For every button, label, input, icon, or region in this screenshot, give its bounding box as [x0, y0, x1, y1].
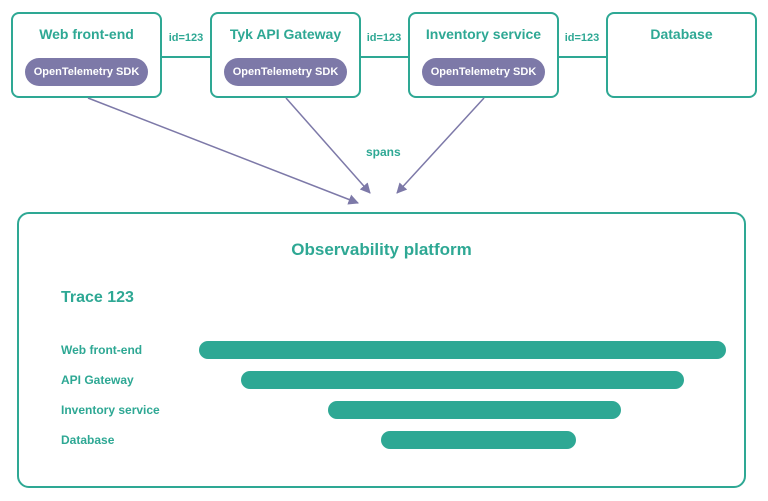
service-title: Web front-end	[39, 26, 134, 42]
span-bar-inventory-service	[328, 401, 621, 419]
connector-line	[361, 56, 408, 58]
arrow-inventory	[396, 97, 485, 194]
opentelemetry-sdk-badge: OpenTelemetry SDK	[224, 58, 347, 86]
spans-label: spans	[366, 145, 401, 159]
trace-id-label: id=123	[366, 32, 402, 44]
service-inventory: Inventory service OpenTelemetry SDK	[408, 12, 559, 98]
service-title: Database	[650, 26, 713, 42]
span-bar-web-front-end	[199, 341, 726, 359]
trace-id-label: id=123	[564, 32, 600, 44]
service-web-front-end: Web front-end OpenTelemetry SDK	[11, 12, 162, 98]
service-tyk-api-gateway: Tyk API Gateway OpenTelemetry SDK	[210, 12, 361, 98]
span-label-inventory-service: Inventory service	[61, 403, 160, 417]
span-label-web-front-end: Web front-end	[61, 343, 143, 357]
connector-line	[162, 56, 210, 58]
span-bar-api-gateway	[241, 371, 684, 389]
connector-line	[559, 56, 606, 58]
service-title: Inventory service	[425, 26, 542, 42]
service-title: Tyk API Gateway	[229, 26, 342, 42]
span-label-database: Database	[61, 433, 115, 447]
opentelemetry-sdk-badge: OpenTelemetry SDK	[25, 58, 148, 86]
trace-title: Trace 123	[61, 289, 134, 306]
trace-id-label: id=123	[168, 32, 204, 44]
arrow-web-front-end	[87, 97, 359, 205]
opentelemetry-sdk-badge: OpenTelemetry SDK	[422, 58, 545, 86]
observability-platform: Observability platform Trace 123 Web fro…	[17, 212, 746, 488]
span-bar-database	[380, 431, 576, 449]
arrow-api-gateway	[285, 97, 371, 194]
span-label-api-gateway: API Gateway	[61, 373, 134, 387]
platform-title: Observability platform	[291, 240, 472, 259]
service-database: Database	[606, 12, 757, 98]
